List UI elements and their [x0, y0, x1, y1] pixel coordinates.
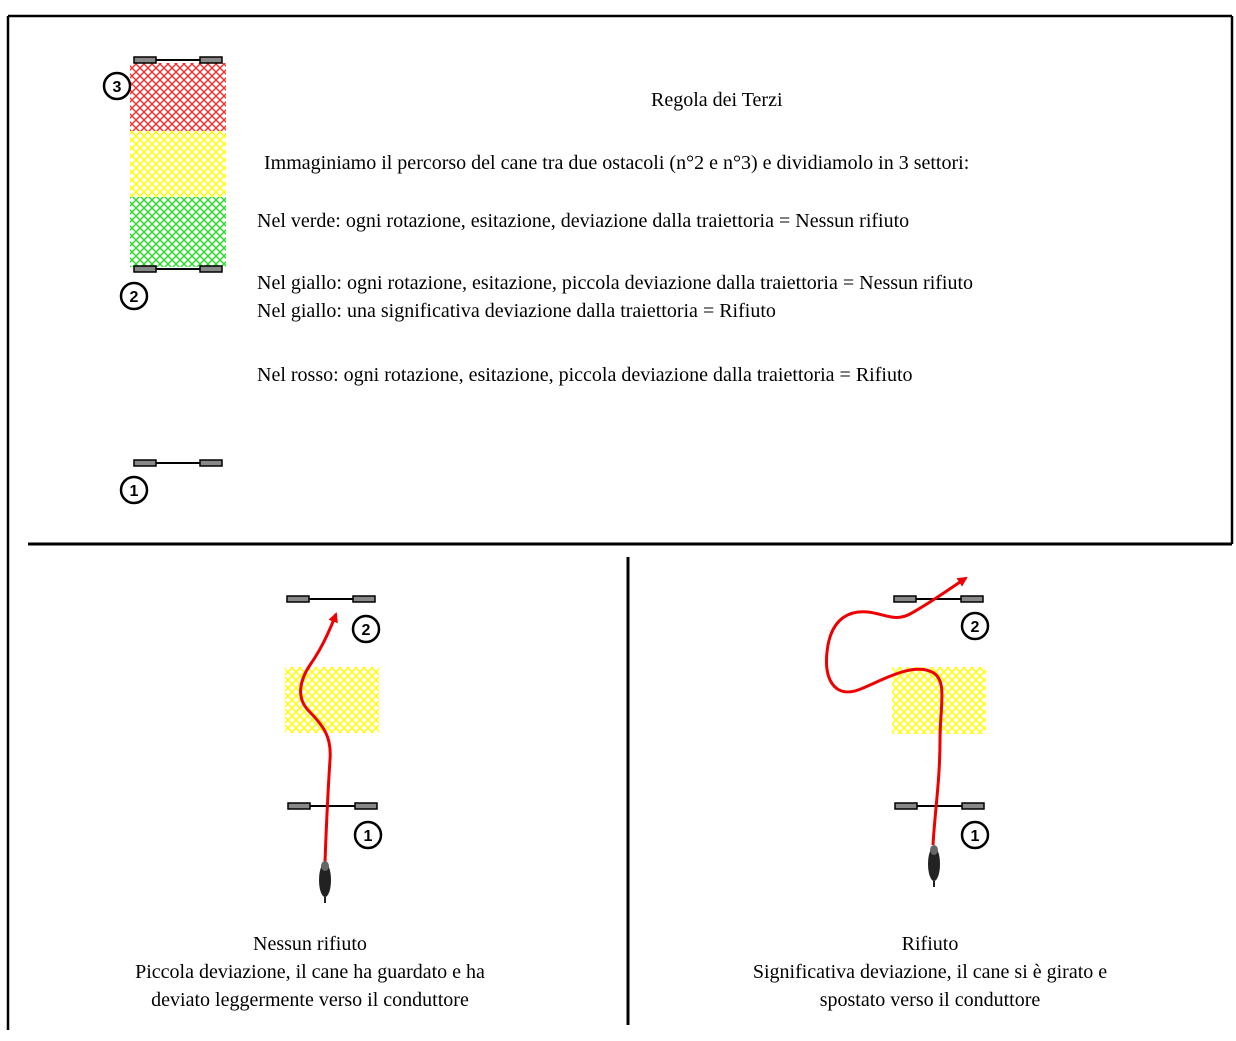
rule-green-text: Nel verde: ogni rotazione, esitazione, d… [257, 210, 910, 232]
left-obstacle-1-label: 1 [364, 828, 373, 845]
right-obstacle-1-label: 1 [971, 828, 980, 845]
rule-yellow-1-text: Nel giallo: ogni rotazione, esitazione, … [257, 272, 974, 294]
obstacle-3-number: 3 [102, 71, 132, 101]
right-obstacle-1-number: 1 [960, 820, 990, 850]
right-obstacle-2-jump [893, 595, 984, 603]
left-obstacle-1-number: 1 [353, 820, 383, 850]
left-example-diagram: 2 1 [285, 595, 383, 903]
obstacle-2-label: 2 [130, 289, 139, 306]
obstacle-1-jump [133, 459, 223, 467]
left-example-title: Nessun rifiuto [253, 933, 367, 955]
right-dog-icon [928, 845, 940, 887]
left-obstacle-2-number: 2 [351, 614, 381, 644]
left-obstacle-2-label: 2 [362, 622, 371, 639]
right-example-caption: Rifiuto Significativa deviazione, il can… [680, 932, 1180, 1012]
obstacle-2-jump [133, 265, 223, 273]
left-yellow-zone [285, 667, 379, 733]
green-zone [130, 197, 226, 267]
rule-yellow-2-text: Nel giallo: una significativa deviazione… [257, 300, 776, 322]
obstacle-1-number: 1 [119, 475, 149, 505]
left-dog-icon [319, 861, 331, 903]
obstacle-3-jump [133, 56, 223, 64]
diagram-title: Regola dei Terzi [651, 89, 783, 111]
left-example-caption-line-1: Piccola deviazione, il cane ha guardato … [135, 961, 485, 983]
obstacle-2-number: 2 [119, 281, 149, 311]
right-obstacle-2-label: 2 [971, 619, 980, 636]
left-example-caption: Nessun rifiuto Piccola deviazione, il ca… [60, 932, 560, 1012]
left-obstacle-2-jump [286, 595, 376, 603]
right-obstacle-2-number: 2 [960, 611, 990, 641]
intro-text: Immaginiamo il percorso del cane tra due… [264, 152, 970, 174]
yellow-zone [130, 131, 226, 197]
zone-diagram: 3 2 1 [102, 56, 226, 505]
right-obstacle-1-jump [894, 802, 985, 810]
left-dog-path [299, 612, 338, 863]
right-example-caption-line-2: spostato verso il conduttore [819, 989, 1041, 1011]
obstacle-1-label: 1 [130, 483, 139, 500]
right-example-diagram: 2 1 [825, 576, 990, 887]
outer-frame [6, 14, 1234, 1030]
left-obstacle-1-jump [287, 802, 378, 810]
right-dog-path [825, 576, 968, 846]
left-example-caption-line-2: deviato leggermente verso il conduttore [151, 989, 469, 1011]
rule-red-text: Nel rosso: ogni rotazione, esitazione, p… [257, 364, 913, 386]
right-example-caption-line-1: Significativa deviazione, il cane si è g… [752, 961, 1108, 983]
red-zone [130, 63, 226, 131]
right-example-title: Rifiuto [901, 933, 959, 955]
obstacle-3-label: 3 [113, 79, 122, 96]
